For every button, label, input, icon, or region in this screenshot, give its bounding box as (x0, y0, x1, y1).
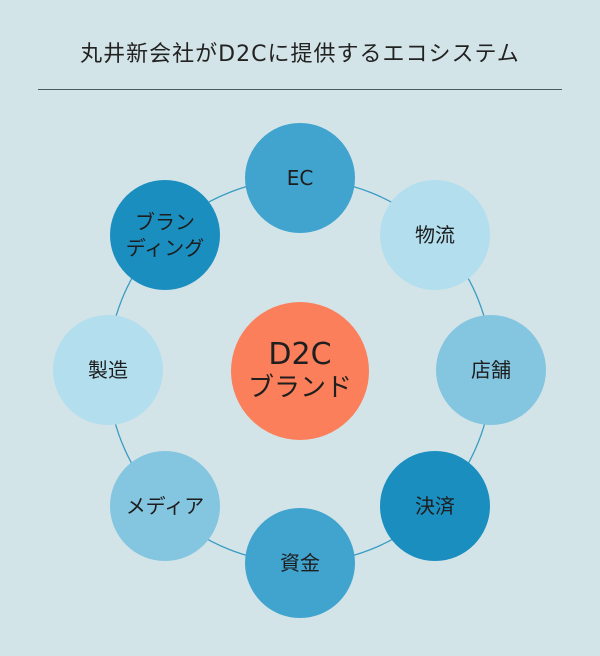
page-title: 丸井新会社がD2Cに提供するエコシステム (80, 42, 520, 67)
title-divider (38, 89, 562, 90)
node-branding: ブラン ディング (110, 180, 220, 290)
center-line-2: ブランド (247, 372, 352, 403)
node-manufacturing: 製造 (53, 315, 163, 425)
node-ec: EC (245, 123, 355, 233)
node-logistics: 物流 (380, 180, 490, 290)
center-line-1: D2C (268, 337, 332, 373)
node-media: メディア (110, 451, 220, 561)
node-payment: 決済 (380, 451, 490, 561)
node-funding: 資金 (245, 508, 355, 618)
node-store: 店舗 (436, 315, 546, 425)
center-d2c-brand: D2C ブランド (231, 302, 369, 440)
